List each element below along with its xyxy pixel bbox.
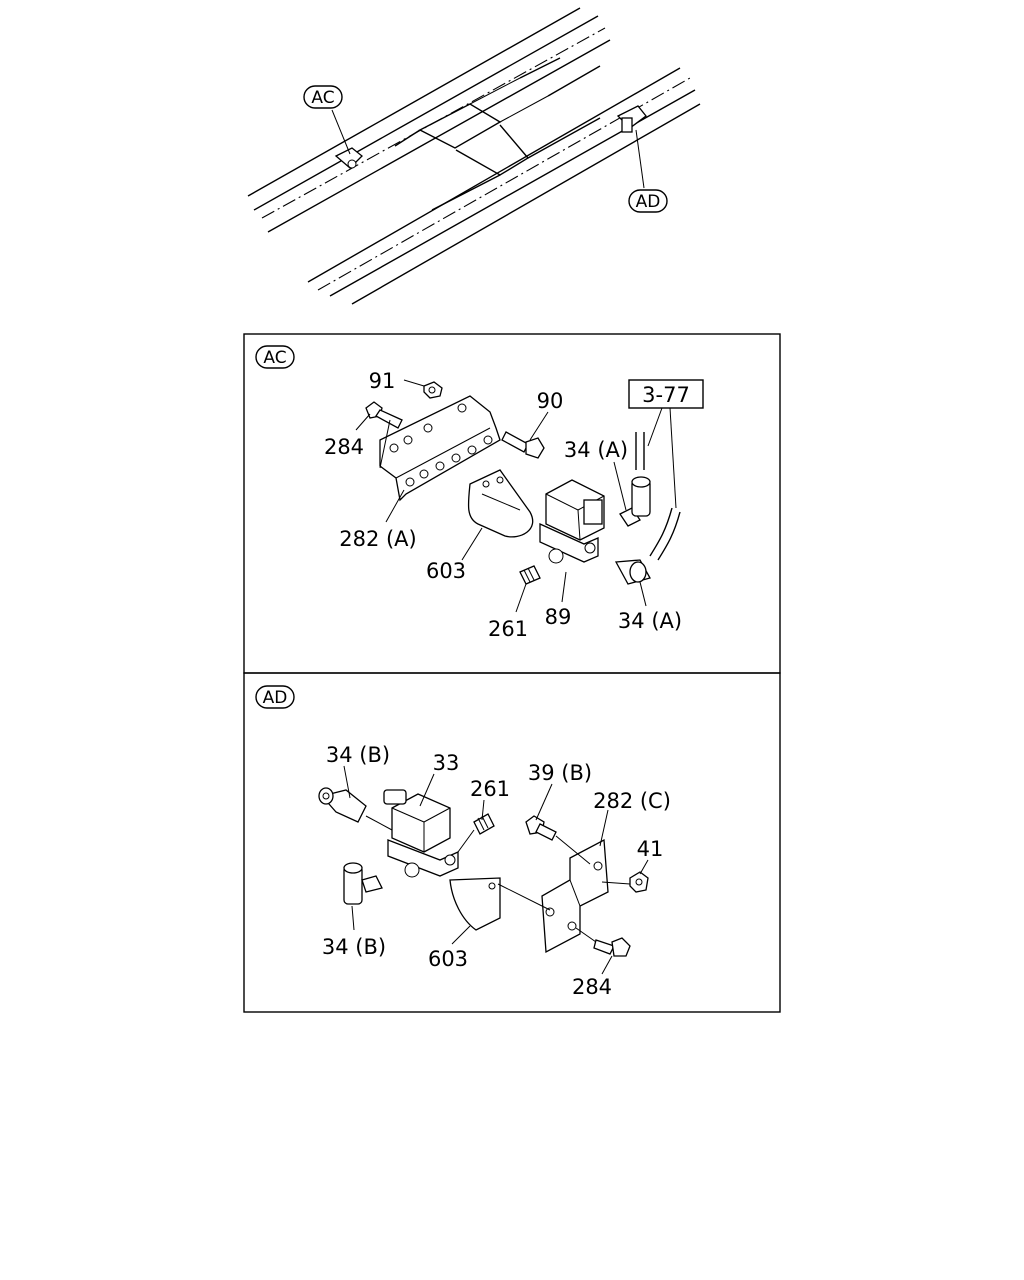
panel-ac-tag-label: AC [263, 348, 286, 368]
label-284: 284 [324, 435, 364, 459]
label-34a-bottom: 34 (A) [618, 609, 682, 633]
label-89: 89 [545, 605, 572, 629]
fitting-34a-bottom [614, 559, 651, 585]
valve-89 [539, 479, 605, 564]
label-603-ad: 603 [428, 947, 468, 971]
chassis-frame-overview [247, 7, 701, 305]
bolt-90 [501, 431, 545, 459]
label-90: 90 [537, 389, 564, 413]
callout-ac[interactable]: AC [303, 85, 343, 109]
label-39b: 39 (B) [528, 761, 592, 785]
ref-box-3-77[interactable]: 3-77 [628, 379, 704, 409]
valve-33 [383, 789, 459, 878]
plug-261 [519, 565, 541, 585]
panel-ad-tag: AD [255, 685, 295, 709]
bolt-284 [365, 401, 403, 429]
panel-ac: AC [243, 333, 781, 674]
label-33: 33 [433, 751, 460, 775]
ref-box-label: 3-77 [642, 383, 690, 407]
label-603: 603 [426, 559, 466, 583]
plug-261-ad [473, 813, 495, 835]
label-34b-top: 34 (B) [326, 743, 390, 767]
callout-ad-label: AD [636, 192, 661, 212]
label-261: 261 [488, 617, 528, 641]
callout-ad[interactable]: AD [628, 189, 668, 213]
bracket-282a [379, 395, 501, 502]
label-91: 91 [369, 369, 396, 393]
bracket-282c [541, 838, 609, 954]
clamp-603 [467, 469, 534, 538]
nut-41 [629, 871, 649, 893]
bolt-284-ad [593, 937, 631, 957]
label-34a-top: 34 (A) [564, 438, 628, 462]
label-284-ad: 284 [572, 975, 612, 999]
label-261-ad: 261 [470, 777, 510, 801]
label-41: 41 [637, 837, 664, 861]
clamp-603-ad [449, 877, 501, 931]
label-282c: 282 (C) [593, 789, 671, 813]
fitting-34b-top [318, 787, 367, 823]
fitting-34b-bottom [343, 862, 383, 905]
bolt-39b [525, 815, 557, 841]
nut-91 [423, 381, 443, 399]
panel-ad: AD [243, 672, 781, 1013]
callout-ac-label: AC [311, 88, 334, 108]
fitting-34a-top [619, 476, 651, 527]
panel-ac-tag: AC [255, 345, 295, 369]
label-34b-bottom: 34 (B) [322, 935, 386, 959]
label-282a: 282 (A) [339, 527, 417, 551]
panel-ad-tag-label: AD [263, 688, 288, 708]
